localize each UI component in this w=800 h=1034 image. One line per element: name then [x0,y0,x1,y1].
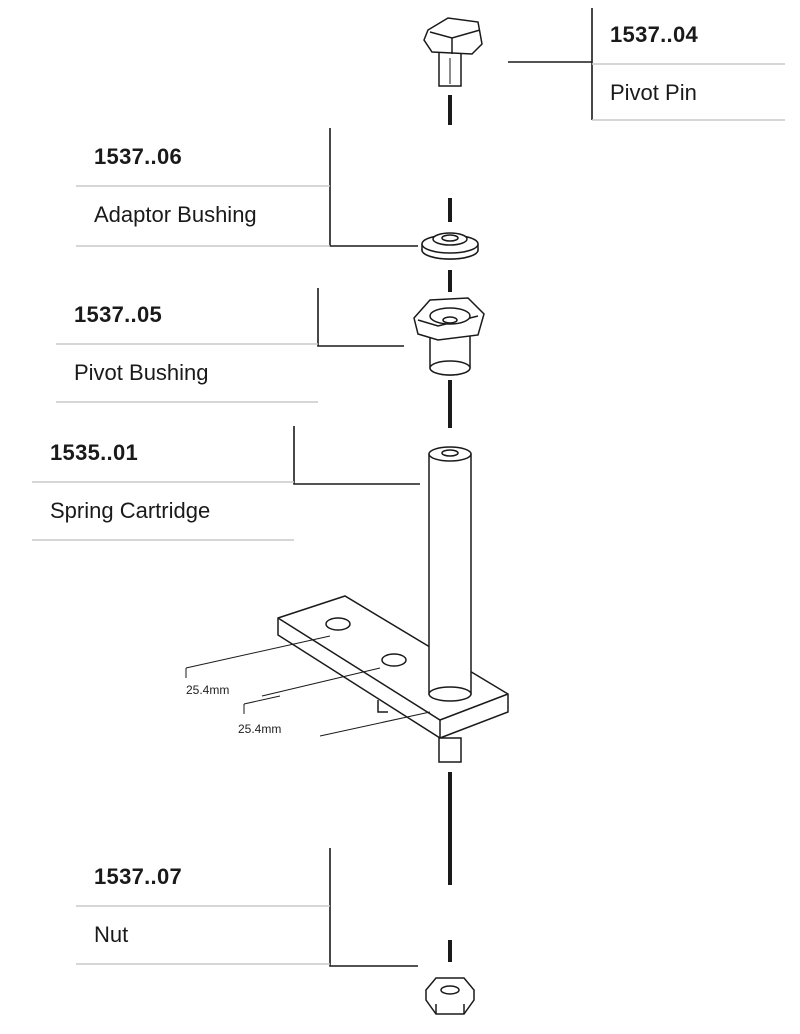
callout-pivot-bushing: 1537..05 Pivot Bushing [56,288,318,402]
part-number: 1535..01 [50,440,139,465]
part-number: 1537..06 [94,144,183,169]
part-number: 1537..04 [610,22,699,47]
leader-lines [293,61,592,967]
part-number: 1537..05 [74,302,163,327]
callout-frames [32,8,785,965]
pivot-pin-drawing [423,17,483,87]
adaptor-bushing-drawing [421,232,479,260]
pivot-bushing-drawing [413,297,485,376]
dimension-label-1: 25.4mm [186,683,229,697]
part-name: Adaptor Bushing [94,202,257,227]
callout-pivot-pin: 1537..04 Pivot Pin [592,8,785,120]
callout-adaptor-bushing: 1537..06 Adaptor Bushing [76,130,330,246]
callout-nut: 1537..07 Nut [76,850,330,964]
part-name: Spring Cartridge [50,498,211,523]
dimension-lines [185,635,431,737]
part-name: Pivot Pin [610,80,697,105]
part-name: Pivot Bushing [74,360,209,385]
spring-cartridge-drawing [277,446,509,763]
part-number: 1537..07 [94,864,183,889]
nut-drawing [425,977,475,1015]
dimension-label-2: 25.4mm [238,722,281,736]
callout-spring-cartridge: 1535..01 Spring Cartridge [32,426,294,540]
part-name: Nut [94,922,129,947]
